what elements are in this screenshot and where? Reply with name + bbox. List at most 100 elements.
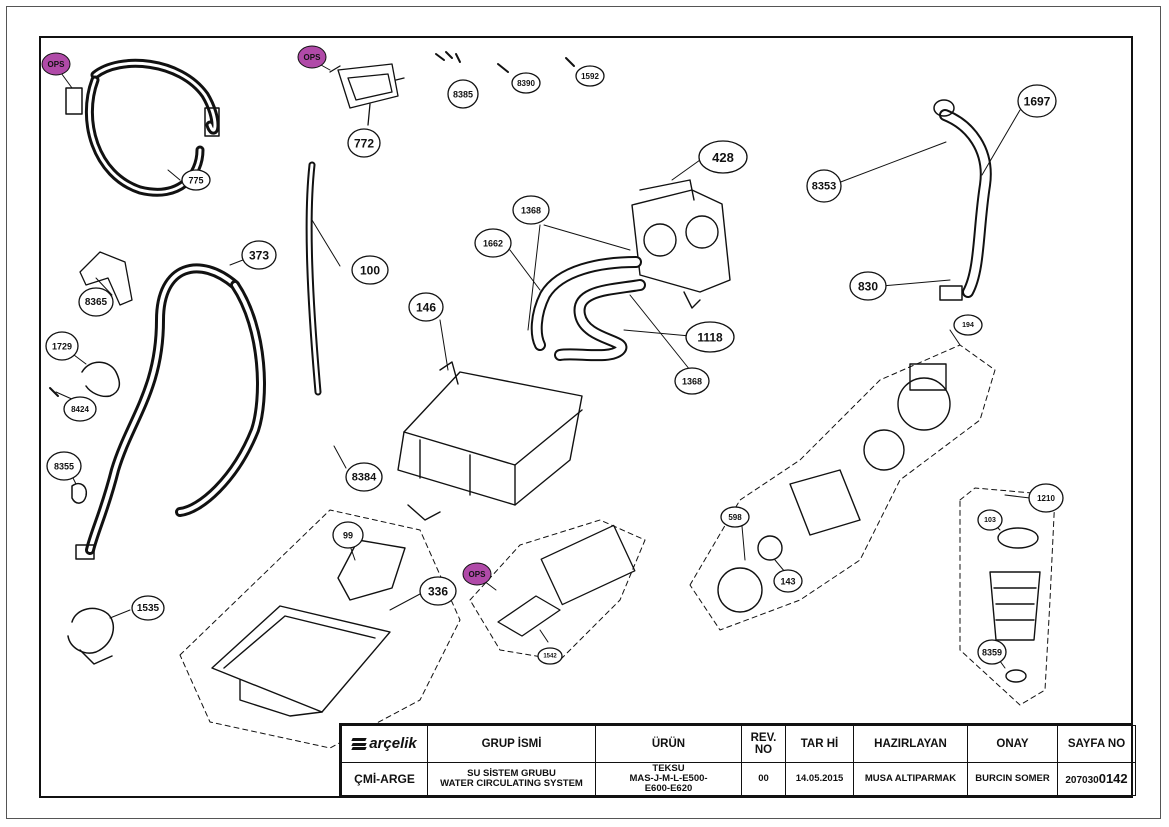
part-callout-8384: 8384 — [345, 462, 383, 492]
page-prefix: 207030 — [1065, 774, 1099, 786]
callout-label: 99 — [343, 531, 353, 541]
part-callout-99: 99 — [332, 521, 364, 549]
callout-label: 1118 — [697, 331, 723, 345]
callout-label: 1729 — [52, 342, 72, 352]
screws-8385-part — [435, 51, 575, 73]
detergent-housing-part — [397, 361, 583, 521]
part-99 — [337, 539, 406, 601]
callout-circle — [575, 65, 605, 87]
callout-circle — [447, 79, 479, 109]
product: TEKSU MAS-J-M-L-E500- E600-E620 — [595, 762, 742, 796]
callout-label: 146 — [416, 301, 436, 315]
product-line2: MAS-J-M-L-E500- — [629, 773, 708, 785]
inlet-valve-part — [631, 179, 731, 309]
callout-label: 8384 — [352, 472, 377, 484]
header-group: GRUP İSMİ — [427, 725, 596, 763]
clamp-1729-part — [81, 361, 121, 398]
callout-circle — [46, 451, 82, 481]
callout-circle — [849, 271, 887, 301]
callout-label: 1592 — [581, 72, 599, 81]
part-callout-8385: 8385 — [447, 79, 479, 109]
part-callout-100: 100 — [351, 255, 389, 285]
callout-circle — [1028, 483, 1064, 513]
callout-circle — [345, 462, 383, 492]
ops-badge-label: OPS — [469, 570, 487, 579]
callout-label: 8355 — [54, 462, 74, 472]
part-callout-1368: 1368 — [674, 367, 710, 395]
callout-label: 194 — [962, 322, 974, 329]
part-callout-8390: 8390 — [511, 72, 541, 94]
pump-group-part — [717, 363, 951, 613]
leader-lines — [55, 59, 1031, 669]
title-block: arçelik GRUP İSMİ ÜRÜN REV. NO TAR Hİ HA… — [339, 723, 1136, 798]
date-value: 14.05.2015 — [785, 762, 854, 796]
page-number: 0142 — [1098, 770, 1128, 786]
callout-circle — [512, 195, 550, 225]
part-8355 — [71, 482, 88, 504]
callout-label: 8424 — [71, 405, 89, 414]
rev-value: 00 — [741, 762, 786, 796]
part-callout-830: 830 — [849, 271, 887, 301]
callout-label: 428 — [712, 150, 734, 165]
part-callout-373: 373 — [241, 240, 277, 270]
callout-circle — [241, 240, 277, 270]
callout-label: 1368 — [682, 377, 702, 387]
hose-clip-part — [79, 251, 133, 306]
callout-label: 103 — [984, 517, 996, 524]
callout-circle — [720, 506, 750, 528]
callout-circle — [674, 367, 710, 395]
part-callout-143: 143 — [773, 569, 803, 593]
part-callout-775: 775 — [181, 169, 211, 191]
callout-label: 373 — [249, 249, 269, 263]
ops-badge-circle — [41, 52, 71, 76]
callout-circle — [977, 639, 1007, 665]
callout-label: 1697 — [1024, 95, 1051, 109]
part-callout-428: 428 — [698, 140, 748, 174]
logo-mark-icon — [351, 738, 367, 750]
callout-label: 1368 — [521, 206, 541, 216]
callout-circle — [977, 509, 1003, 531]
callout-circle — [773, 569, 803, 593]
callout-label: 8390 — [517, 79, 535, 88]
ops-badge: OPS — [462, 562, 492, 586]
callout-circle — [131, 595, 165, 621]
part-callout-8355: 8355 — [46, 451, 82, 481]
callout-circle — [1017, 84, 1057, 118]
callout-circle — [698, 140, 748, 174]
header-page: SAYFA NO — [1057, 725, 1136, 763]
filter-1542-part — [497, 524, 636, 637]
header-approval: ONAY — [967, 725, 1058, 763]
ops-badge: OPS — [41, 52, 71, 76]
part-callout-772: 772 — [347, 128, 381, 158]
header-product: ÜRÜN — [595, 725, 742, 763]
callout-circle — [419, 576, 457, 606]
part-callout-1542: 1542 — [537, 647, 563, 665]
group-name-en: WATER CIRCULATING SYSTEM — [440, 778, 583, 789]
drain-hose-part — [75, 263, 266, 560]
callout-circle — [537, 647, 563, 665]
callout-label: 8359 — [982, 648, 1002, 658]
callout-circle — [78, 287, 114, 317]
bellows-group-part — [989, 527, 1041, 683]
aquastop-valve-part — [329, 63, 405, 126]
detergent-drawer-part — [211, 605, 391, 717]
callout-label: 1535 — [137, 603, 160, 614]
callout-circle — [474, 228, 512, 258]
callout-label: 1542 — [543, 654, 557, 660]
rubber-seal-rod-part — [305, 161, 322, 396]
callout-circle — [351, 255, 389, 285]
part-callout-1210: 1210 — [1028, 483, 1064, 513]
ops-badge-label: OPS — [48, 60, 66, 69]
part-callout-1368: 1368 — [512, 195, 550, 225]
callout-label: 830 — [858, 280, 878, 294]
callout-circle — [45, 331, 79, 361]
header-date: TAR Hİ — [785, 725, 854, 763]
callout-label: 143 — [780, 577, 795, 587]
callout-label: 598 — [728, 513, 742, 522]
part-callout-1662: 1662 — [474, 228, 512, 258]
callout-circle — [332, 521, 364, 549]
callout-label: 8365 — [85, 297, 108, 308]
group-boundaries — [179, 344, 1056, 749]
part-callout-146: 146 — [408, 292, 444, 322]
callout-circle — [63, 396, 97, 422]
